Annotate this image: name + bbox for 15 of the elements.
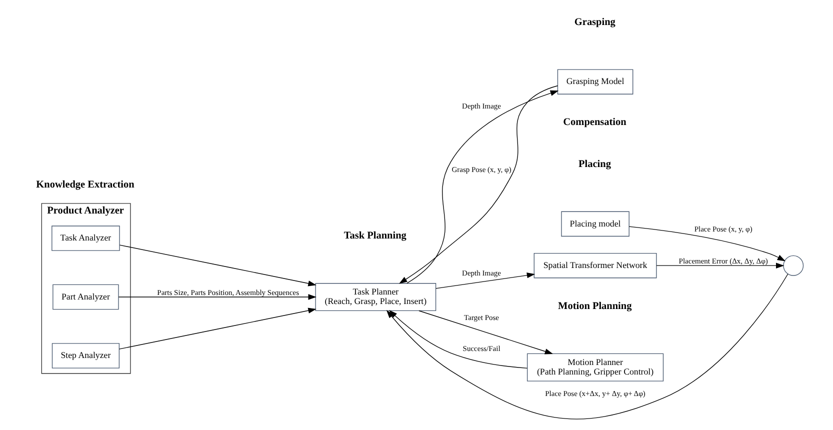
label: Compensation [562,117,626,128]
label: Placing [578,158,610,170]
edge-label: Place Pose (x+Δx, y+ Δy, φ+ Δφ) [544,388,645,398]
label: Grasping [574,16,615,28]
edge-label: Placement Error (Δx, Δy, Δφ) [678,256,768,266]
edge-label: Depth Image [462,101,501,110]
label: Motion Planning [558,300,632,312]
edge-label: Success/Fail [462,344,500,353]
label: Task Planning [343,230,406,242]
edge-label: Depth Image [462,268,501,278]
label: Knowledge Extraction [36,179,134,190]
edge-label: Target Pose [464,313,499,322]
edge-label: Parts Size, Parts Position, Assembly Sequences [156,288,299,297]
edge-label: Grasp Pose (x, y, φ) [451,164,511,174]
edge-label: Place Pose (x, y, φ) [694,224,752,234]
